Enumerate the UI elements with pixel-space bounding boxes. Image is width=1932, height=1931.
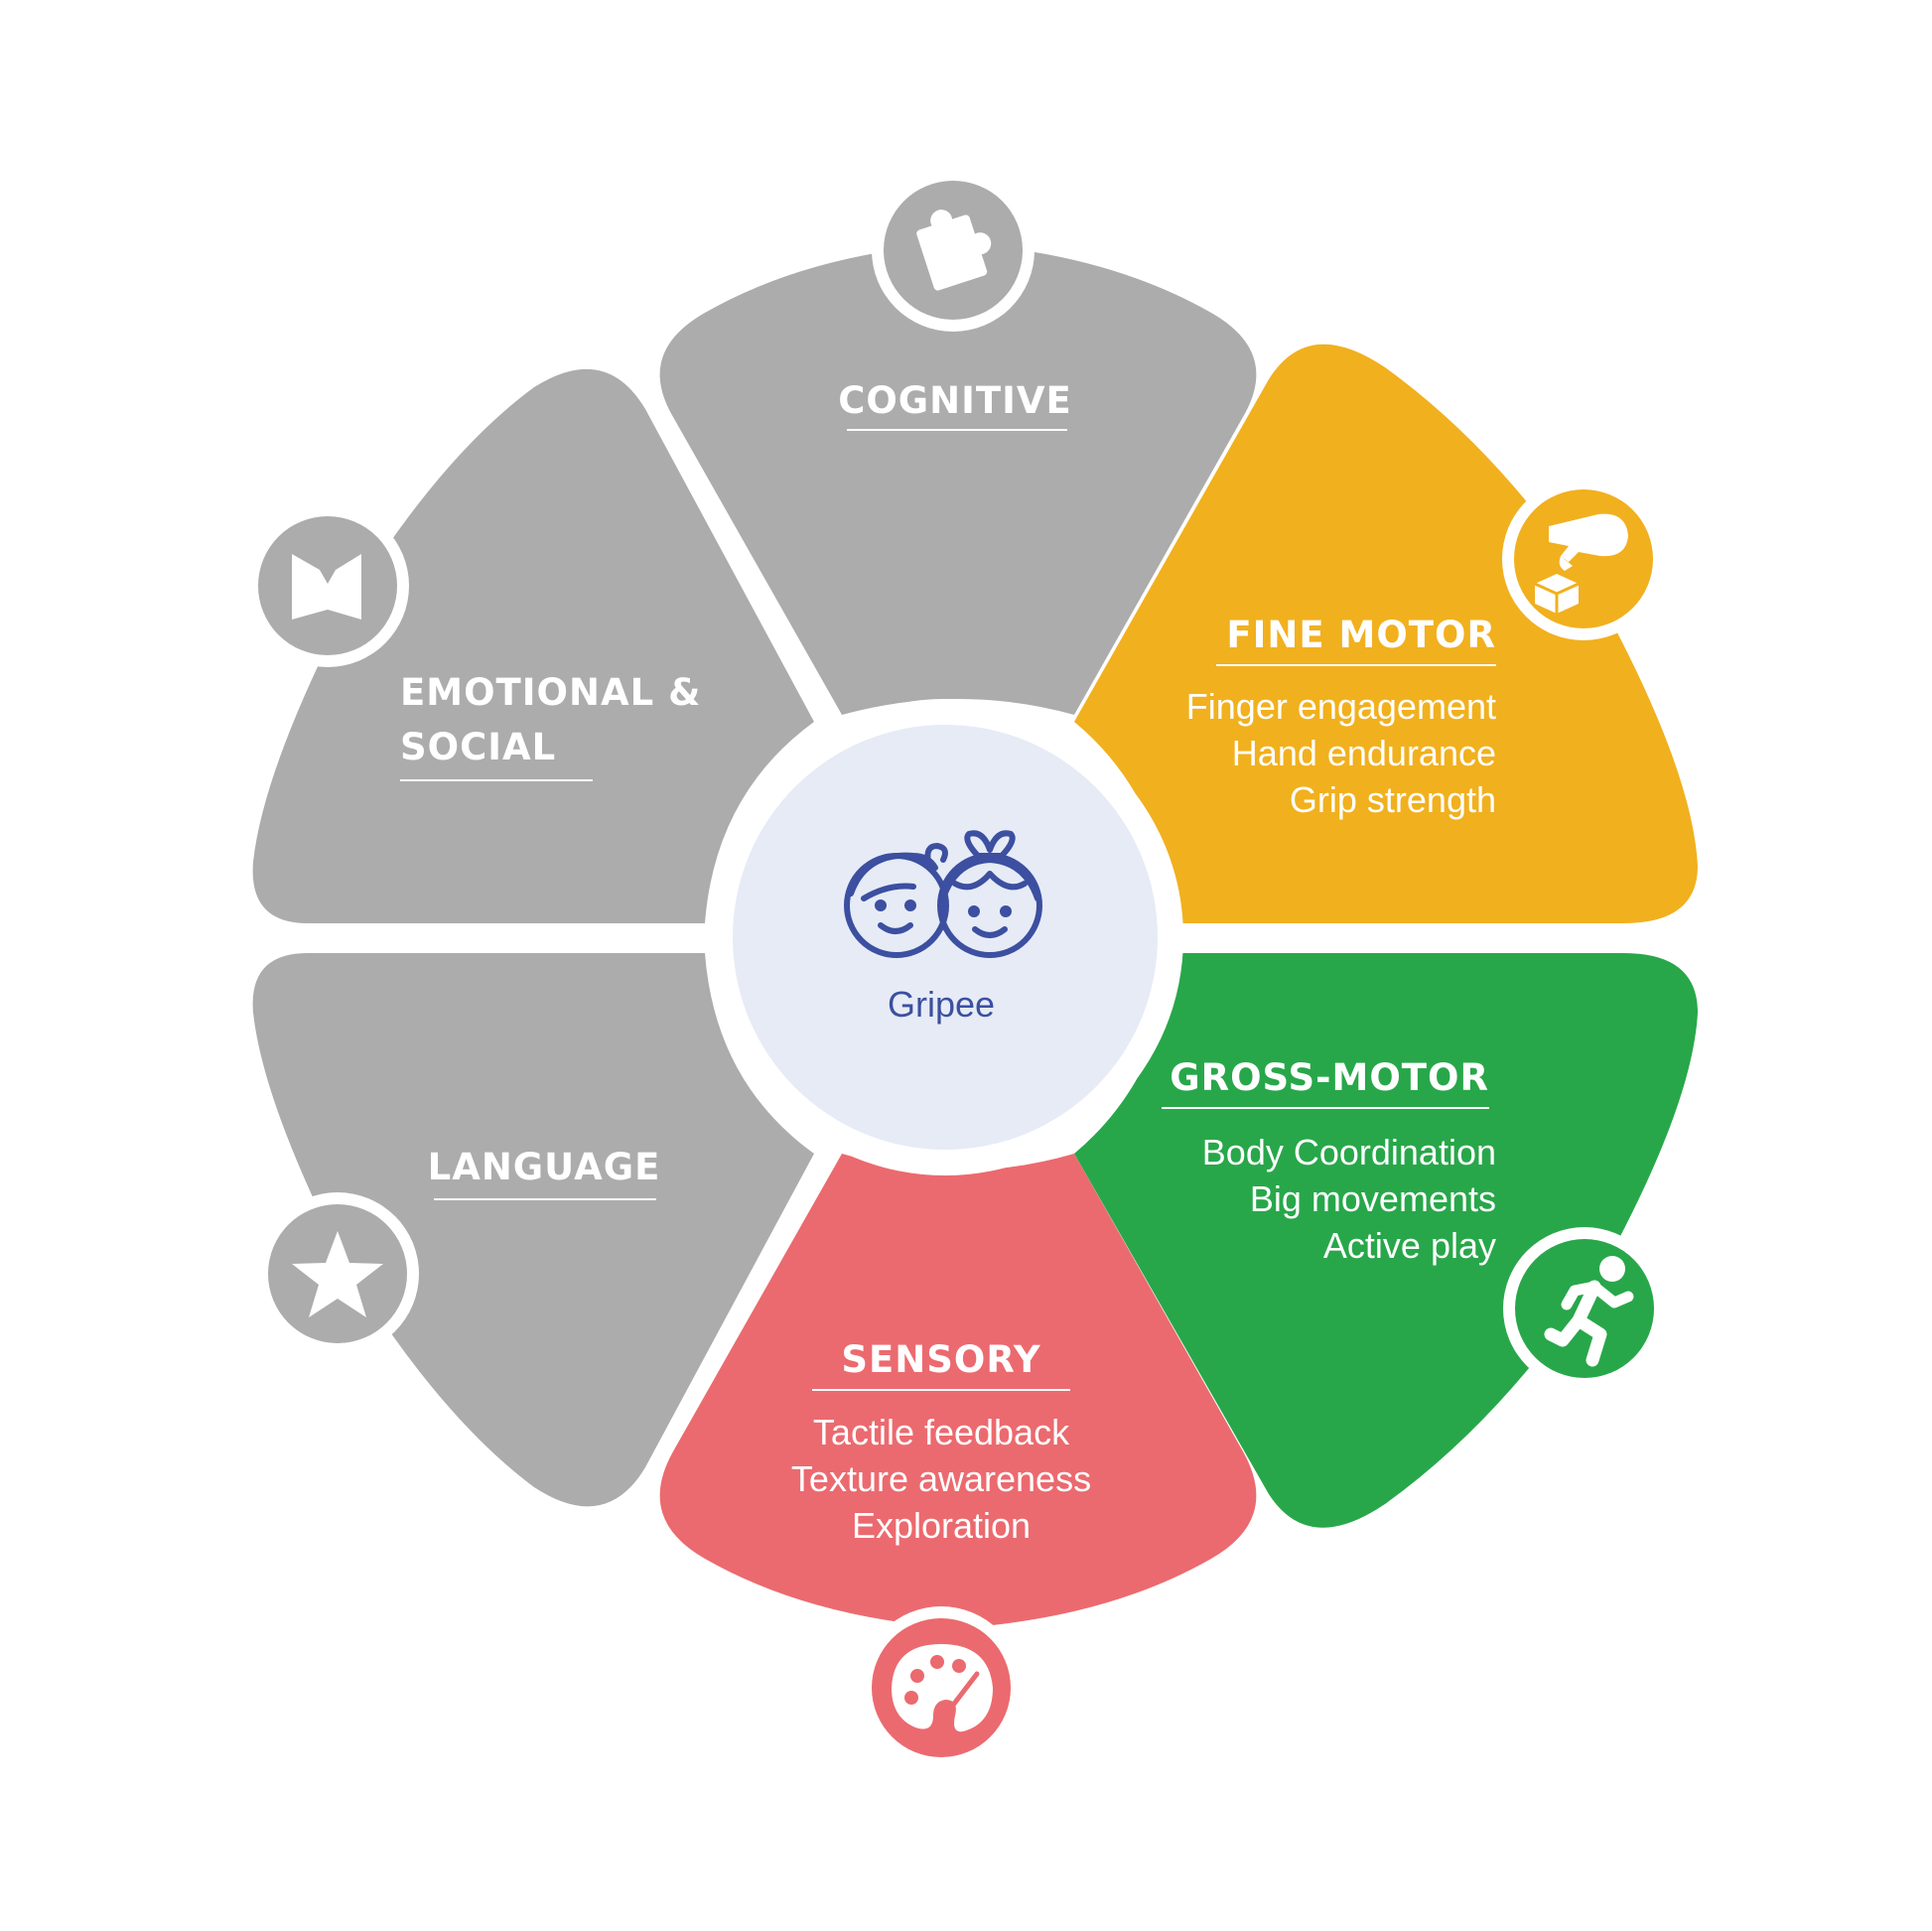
segment-language-shape [252,953,815,1507]
segment-gross-motor-item: Active play [1323,1225,1496,1266]
segment-fine-motor-item: Finger engagement [1186,686,1496,727]
segment-language-title: Language [428,1146,661,1188]
segment-sensory: Sensory Tactile feedback Texture awarene… [659,1154,1257,1628]
segment-emotional-social-shape [252,368,815,923]
segment-cognitive: Cognitive [659,243,1257,715]
puzzle-piece-icon [872,169,1035,332]
segment-cognitive-shape [659,243,1257,715]
segment-sensory-item: Exploration [852,1505,1031,1546]
segment-language: Language [252,953,815,1507]
segment-emotional-social: Emotional & Social [252,368,815,923]
star-icon [256,1192,419,1355]
segment-cognitive-title: Cognitive [838,379,1072,422]
segment-gross-motor-title: Gross-Motor [1170,1056,1489,1099]
segment-fine-motor: Fine Motor Finger engagement Hand endura… [1074,344,1698,923]
segment-gross-motor: Gross-Motor Body Coordination Big moveme… [1074,953,1698,1528]
segment-sensory-item: Texture awareness [791,1458,1091,1499]
segment-gross-motor-item: Body Coordination [1202,1132,1496,1172]
segment-fine-motor-title: Fine Motor [1226,614,1496,656]
segment-fine-motor-item: Grip strength [1290,779,1496,820]
segment-emotional-social-title-line: Social [400,726,556,768]
segment-fine-motor-shape [1074,344,1698,923]
paint-palette-icon [860,1606,1023,1769]
center-hub: Gripee [707,699,1183,1175]
center-label: Gripee [888,984,995,1025]
two-children-faces-icon [844,830,1042,958]
open-book-icon [246,504,409,667]
segment-sensory-item: Tactile feedback [813,1412,1070,1452]
segment-gross-motor-item: Big movements [1250,1178,1496,1219]
running-person-icon [1503,1227,1666,1390]
segment-gross-motor-shape [1074,953,1698,1528]
center-hub-circle [733,725,1158,1150]
segment-fine-motor-item: Hand endurance [1232,733,1496,773]
segment-emotional-social-title-line: Emotional & [400,671,701,714]
segment-sensory-title: Sensory [841,1338,1040,1381]
hand-picking-block-icon [1502,478,1665,640]
